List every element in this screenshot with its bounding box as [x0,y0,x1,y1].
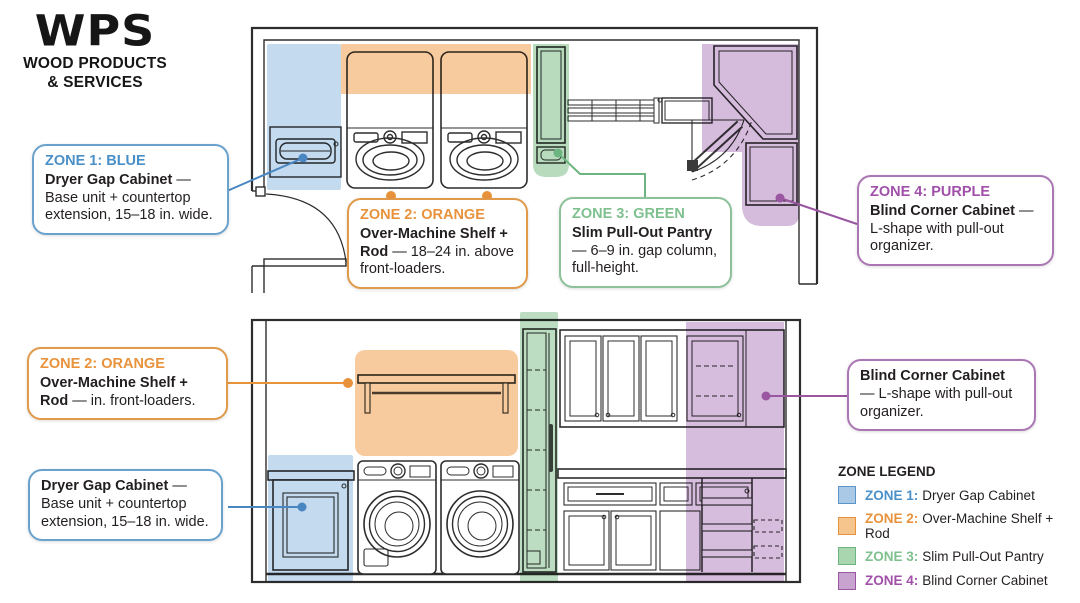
callout-body: Blind Corner Cabinet — L-shape with pull… [860,368,1013,420]
wps-logo-line2: & SERVICES [47,74,143,92]
callout-title: ZONE 4: PURPLE [870,184,991,200]
legend-label: ZONE 4:Blind Corner Cabinet [865,573,1048,588]
callout-zone3-plan: ZONE 3: GREEN Slim Pull-Out Pantry — 6–9… [559,197,732,289]
callout-zone4-plan: ZONE 4: PURPLE Blind Corner Cabinet — L-… [857,175,1054,267]
callout-title: ZONE 2: ORANGE [40,356,165,372]
legend-row-zone1: ZONE 1:Dryer Gap Cabinet [838,486,1080,504]
legend-label: ZONE 3:Slim Pull-Out Pantry [865,548,1044,564]
callout-zone2-plan: ZONE 2: ORANGE Over-Machine Shelf + Rod … [347,198,528,290]
legend-row-zone3: ZONE 3:Slim Pull-Out Pantry [838,547,1080,565]
washer-elevation-left [357,460,437,575]
wps-logo-line1: WOOD PRODUCTS [23,55,167,72]
callout-body: Blind Corner Cabinet — L-shape with pull… [870,202,1034,255]
callout-body: Dryer Gap Cabinet — Base unit + countert… [45,171,213,224]
wps-logo: WPS WOOD PRODUCTS & SERVICES [16,8,174,93]
elevation-leader-lines [227,378,852,512]
callout-title: ZONE 2: ORANGE [360,207,485,223]
washer-elevation-right [440,460,520,575]
legend-label: ZONE 2:Over-Machine Shelf + Rod [865,510,1054,541]
wire-shelf-plan [567,97,713,124]
callout-body: Slim Pull-Out Pantry — 6–9 in. gap colum… [572,224,718,277]
zone3-color-swatch [838,547,856,565]
floor-plan-diagram [226,26,858,293]
callout-zone1-plan: ZONE 1: BLUE Dryer Gap Cabinet — Base un… [32,144,229,236]
callout-zone2-elevation: ZONE 2: ORANGE Over-Machine Shelf + Rod … [27,347,228,421]
zone-legend-title: ZONE LEGEND [838,464,936,479]
wps-logo-acronym: WPS [34,6,156,56]
callout-body: Over-Machine Shelf + Rod — in. front-loa… [40,374,196,409]
legend-row-zone4: ZONE 4:Blind Corner Cabinet [838,571,1080,590]
callout-body: Dryer Gap Cabinet — Base unit + countert… [41,478,209,530]
callout-title: ZONE 3: GREEN [572,206,685,222]
zone1-color-swatch [838,486,856,504]
legend-label: ZONE 1:Dryer Gap Cabinet [865,487,1035,503]
legend-row-zone2: ZONE 2:Over-Machine Shelf + Rod [838,511,1080,541]
plan-zone-tints [267,44,799,226]
zone-legend: ZONE LEGEND ZONE 1:Dryer Gap Cabinet ZON… [838,464,1080,596]
elevation-zone-tints [268,312,784,582]
zone4-color-swatch [838,571,856,590]
elevation-diagram [227,312,852,584]
zone2-color-swatch [838,516,856,535]
callout-body: Over-Machine Shelf + Rod — 18–24 in. abo… [360,225,514,278]
callout-title: ZONE 1: BLUE [45,153,146,169]
callout-dryer-gap-elevation: Dryer Gap Cabinet — Base unit + countert… [28,469,223,542]
callout-blind-corner-elevation: Blind Corner Cabinet — L-shape with pull… [847,359,1036,432]
